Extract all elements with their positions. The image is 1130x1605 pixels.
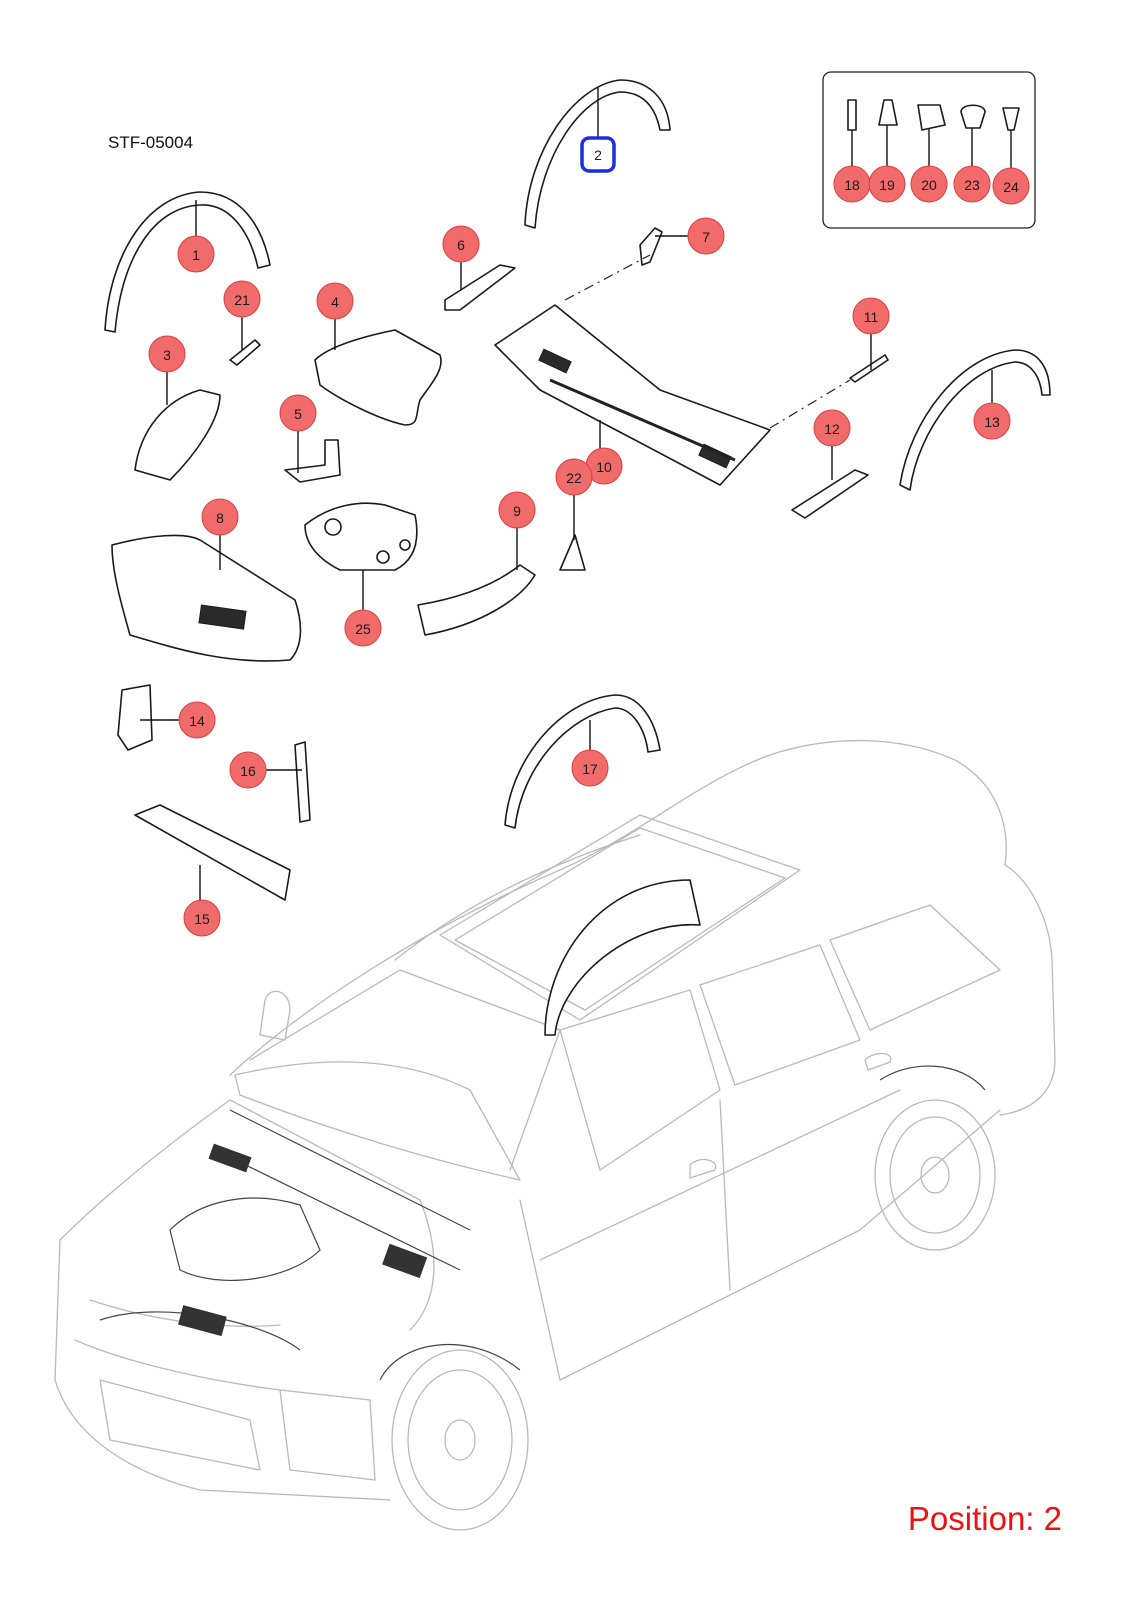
callout-25[interactable]: 25 [344, 609, 382, 647]
callout-11[interactable]: 11 [852, 297, 890, 335]
part-1-shape [104, 191, 271, 333]
svg-text:23: 23 [964, 177, 980, 193]
svg-text:17: 17 [582, 761, 598, 777]
svg-text:15: 15 [194, 911, 210, 927]
svg-text:13: 13 [984, 414, 1000, 430]
part-12-shape [791, 469, 869, 519]
part-16-shape [294, 741, 311, 823]
svg-text:24: 24 [1003, 179, 1019, 195]
part-10-shape [494, 304, 771, 486]
svg-text:14: 14 [189, 713, 205, 729]
svg-text:8: 8 [216, 510, 224, 526]
part-25-shape [304, 502, 418, 571]
callout-22[interactable]: 22 [555, 458, 593, 496]
callout-17[interactable]: 17 [571, 749, 609, 787]
position-label: Position: 2 [907, 1500, 1062, 1537]
part-8-shape [111, 534, 302, 662]
callout-19[interactable]: 19 [868, 165, 906, 203]
svg-text:4: 4 [331, 294, 339, 310]
callout-9[interactable]: 9 [498, 491, 536, 529]
part-22-shape [559, 534, 586, 571]
callout-6[interactable]: 6 [442, 225, 480, 263]
svg-text:16: 16 [240, 763, 256, 779]
callout-4[interactable]: 4 [316, 282, 354, 320]
callout-3[interactable]: 3 [148, 335, 186, 373]
fastener-icons [847, 99, 1020, 131]
part-2-shape [524, 79, 671, 229]
part-9-shape [417, 564, 536, 636]
svg-text:19: 19 [879, 177, 895, 193]
svg-text:9: 9 [513, 503, 521, 519]
svg-text:5: 5 [294, 406, 302, 422]
svg-text:6: 6 [457, 237, 465, 253]
callout-5[interactable]: 5 [279, 394, 317, 432]
part-6-shape [444, 264, 516, 311]
vehicle-outline [54, 739, 1056, 1531]
part-13-shape [899, 349, 1051, 491]
part-17-shape [504, 694, 661, 829]
callout-12[interactable]: 12 [813, 409, 851, 447]
svg-text:20: 20 [921, 177, 937, 193]
part-4-shape [314, 329, 442, 426]
callout-15[interactable]: 15 [183, 899, 221, 937]
svg-text:10: 10 [596, 459, 612, 475]
svg-text:11: 11 [864, 309, 879, 325]
callout-21[interactable]: 21 [223, 280, 261, 318]
callout-16[interactable]: 16 [229, 751, 267, 789]
svg-text:1: 1 [192, 247, 200, 263]
callout-8[interactable]: 8 [201, 498, 239, 536]
callout-24[interactable]: 24 [992, 167, 1030, 205]
part-11-shape [849, 354, 889, 383]
svg-text:21: 21 [234, 292, 250, 308]
callout-2[interactable]: 2 [582, 138, 614, 170]
callout-20[interactable]: 20 [910, 165, 948, 203]
svg-text:22: 22 [566, 470, 582, 486]
svg-text:3: 3 [163, 347, 171, 363]
callout-1[interactable]: 1 [177, 235, 215, 273]
callout-7[interactable]: 7 [687, 217, 725, 255]
document-code: STF-05004 [108, 133, 194, 152]
part-5-shape [284, 439, 341, 483]
callout-23[interactable]: 23 [953, 165, 991, 203]
callout-13[interactable]: 13 [973, 402, 1011, 440]
svg-text:2: 2 [594, 147, 602, 163]
callout-10[interactable]: 10 [585, 447, 623, 485]
part-21-shape [229, 339, 261, 366]
part-7-shape [639, 227, 663, 266]
svg-text:7: 7 [702, 229, 710, 245]
svg-text:18: 18 [844, 177, 860, 193]
callout-18[interactable]: 18 [833, 165, 871, 203]
svg-text:12: 12 [824, 421, 840, 437]
part-3-shape [134, 389, 221, 481]
selected-highlight [580, 136, 616, 173]
callouts: 1 2 3 4 5 6 7 8 9 10 11 12 13 14 15 16 1… [148, 138, 1030, 937]
svg-text:25: 25 [355, 621, 371, 637]
leader-lines [140, 87, 1012, 900]
part-14-shape [117, 684, 153, 751]
part-15-shape [134, 804, 291, 901]
callout-14[interactable]: 14 [178, 701, 216, 739]
